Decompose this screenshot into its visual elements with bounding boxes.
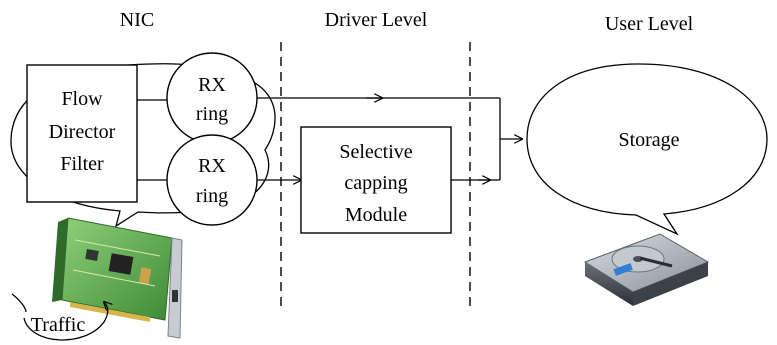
rx-ring-2-label-1: RX <box>198 155 226 177</box>
header-driver-level: Driver Level <box>325 9 428 31</box>
traffic-label: Traffic <box>31 314 86 336</box>
header-nic: NIC <box>120 9 154 31</box>
header-user-level: User Level <box>605 13 694 35</box>
module-label-line-2: capping <box>344 172 407 194</box>
network-card-icon <box>52 217 183 339</box>
module-label-line-1: Selective <box>339 141 412 163</box>
filter-label-line-2: Director <box>49 121 116 143</box>
selective-capping-module-box <box>300 126 452 234</box>
hard-drive-icon <box>583 233 710 306</box>
rx-ring-1 <box>166 52 258 144</box>
filter-label-line-3: Filter <box>60 153 104 175</box>
flow-director-filter-box <box>26 64 138 203</box>
rx-ring-1-label-2: ring <box>196 103 228 125</box>
rx-ring-2-label-2: ring <box>196 185 228 207</box>
storage-callout-bubble <box>526 63 768 236</box>
filter-label-line-1: Flow <box>61 88 103 110</box>
storage-label: Storage <box>618 129 679 151</box>
rx-ring-2 <box>166 134 258 226</box>
rx-ring-1-label-1: RX <box>198 74 226 96</box>
traffic-incoming-stroke <box>11 293 27 313</box>
module-label-line-3: Module <box>345 204 407 226</box>
traffic-arrow <box>23 302 108 341</box>
